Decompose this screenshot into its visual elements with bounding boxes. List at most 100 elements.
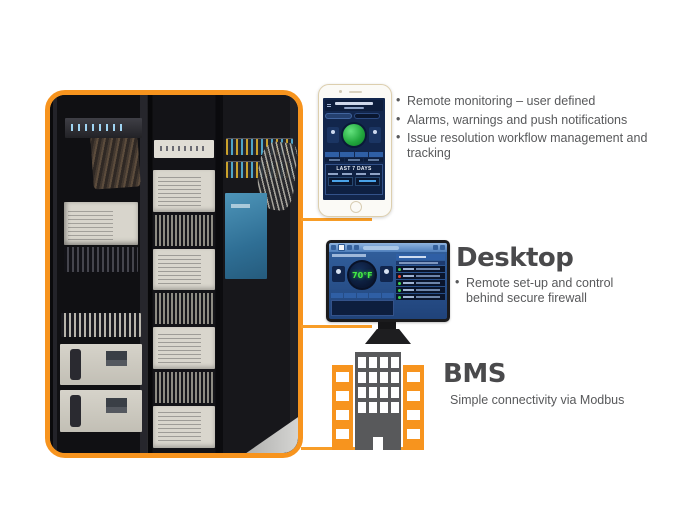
mini-gauge-left [327,127,339,143]
window [379,357,388,368]
table-row [325,158,384,162]
status-dot-ok [397,295,401,299]
desktop-section-title: Desktop [456,243,574,273]
alarm-text-bar [416,282,441,284]
temperature-gauge [341,122,367,148]
alarm-row [395,294,445,300]
window [407,372,420,382]
building-door [373,437,383,450]
dashboard-toolbar [329,243,447,252]
alarm-text-bar [402,289,415,291]
mini-gauge-left [332,266,345,282]
server-stack [152,170,215,448]
cable-bundle [90,132,142,190]
feature-item: Issue resolution workflow management and… [396,130,650,161]
monitor-stand-base [365,329,411,344]
tab-inactive [353,113,381,119]
drive-array [152,214,215,246]
building-right [403,365,424,450]
panel-title: LAST 7 DAYS [336,166,372,172]
toolbar-title-field [363,245,399,250]
toolbar-icon [433,245,438,250]
value-cells [331,293,394,298]
app-subtitle-bar [343,106,365,109]
window [368,372,377,383]
window [379,372,388,383]
window-grid [357,357,399,413]
status-table [325,152,384,162]
temperature-value: 70°F [352,270,373,280]
header-cell [369,152,383,157]
alarm-list-panel [395,254,445,317]
alarm-text-bar [402,282,415,284]
alarm-text-bar [416,296,441,298]
server-unit [154,139,214,158]
alarm-row [395,266,445,272]
header-cell [339,152,354,157]
window [368,357,377,368]
window [407,410,420,420]
table-cell [325,158,344,162]
value-cell [343,293,356,298]
bms-section-subtitle: Simple connectivity via Modbus [450,393,625,407]
alarm-rows [395,266,445,300]
toolbar-icon [347,245,352,250]
window [357,372,366,383]
window [357,387,366,398]
app-tabs [325,113,383,119]
alarm-text-bar [402,268,415,270]
server-room-photo-image [50,95,298,453]
monitor-stand-neck [378,322,396,331]
alarm-row [395,287,445,293]
last-7-days-panel: LAST 7 DAYS [325,164,383,195]
window [357,402,366,413]
value-cell [356,293,369,298]
feature-item: Alarms, warnings and push notifications [396,112,650,128]
server-unit [63,202,139,246]
feature-item: Remote set-up and control behind secure … [455,275,633,306]
feature-item: Remote monitoring – user defined [396,93,650,109]
window [390,402,399,413]
alarm-text-bar [416,289,441,291]
drive-array [63,247,139,273]
value-cell [331,293,343,298]
window [379,402,388,413]
column-label [342,173,352,175]
header-cell [325,152,339,157]
value-cell [369,293,381,298]
monitor-dashboard-screen: 70°F [329,243,447,319]
column-label [356,173,366,175]
alarm-text-bar [402,275,415,277]
window [336,429,349,439]
window [390,387,399,398]
window [336,410,349,420]
gauge-panel: 70°F [331,254,394,317]
server-unit [64,118,142,138]
panel-label-bar [332,254,367,257]
dashboard-main: 70°F [329,252,447,319]
connector-line-mobile [301,218,372,221]
alarm-text-bar [402,296,415,298]
toolbar-icon [331,245,336,250]
desktop-feature-list: Remote set-up and control behind secure … [455,275,633,310]
smartphone-mockup: LAST 7 DAYS [318,84,392,217]
desktop-monitor-mockup: 70°F [326,240,450,322]
building-icon [328,352,428,450]
alarm-row [395,280,445,286]
window [336,372,349,382]
window [368,387,377,398]
bms-section-title: BMS [443,359,506,389]
window [407,429,420,439]
drive-array [61,313,141,337]
app-header [325,100,383,111]
server-unit [152,170,215,212]
network-cabinet [224,193,267,280]
table-header [325,152,383,157]
home-button [350,201,362,213]
phone-speaker [349,91,362,93]
tab-active [325,113,352,119]
drive-array [152,372,215,403]
column-label [370,173,380,175]
power-supply-unit [59,343,142,385]
building-left [332,365,353,450]
